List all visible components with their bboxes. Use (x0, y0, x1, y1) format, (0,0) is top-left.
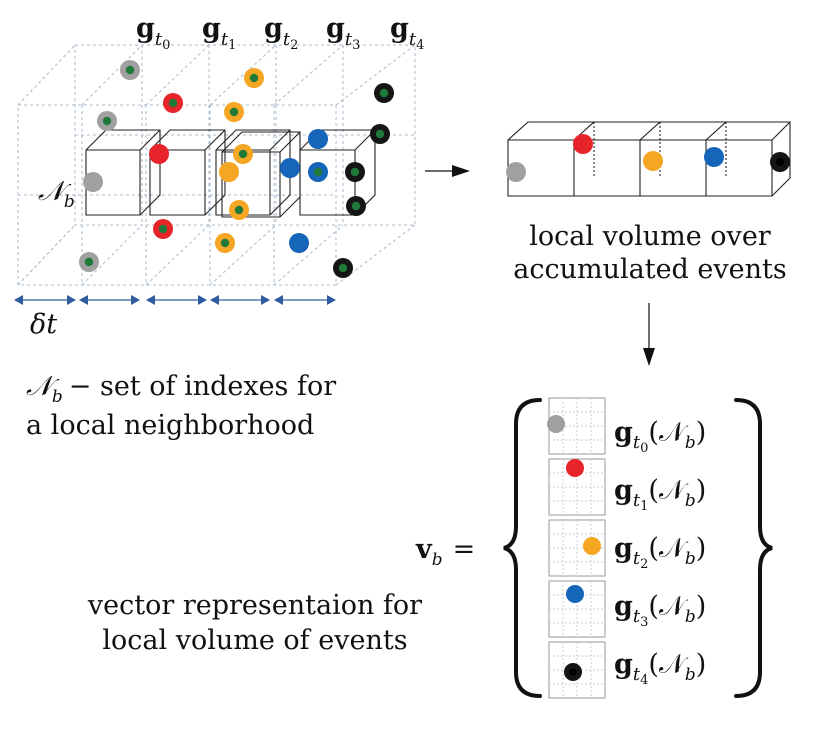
grid-event-black-center (338, 263, 348, 273)
delta-t-arrow-right-head (198, 295, 207, 305)
arrow-right (425, 165, 470, 177)
vector-label: vb= (415, 534, 475, 570)
grid-event-black-center (350, 167, 360, 177)
local-event-black-center (775, 157, 785, 167)
vector-event-blue (566, 585, 584, 603)
vector-event-orange (583, 537, 601, 555)
grid-event-gray-center (125, 65, 135, 75)
vector-entry-t2: gt2(𝒩b) (614, 533, 706, 572)
vector-caption-line1: vector representaion for (87, 590, 422, 621)
neighborhood-boxes (85, 129, 376, 218)
local-volume-caption-line2: accumulated events (513, 254, 786, 285)
grid-event-black-center (375, 129, 385, 139)
g-t2-label: gt2 (264, 13, 298, 53)
vector-entries: gt0(𝒩b) gt1(𝒩b) gt2(𝒩b) gt3(𝒩b) gt4(𝒩b) (614, 417, 706, 688)
delta-t-arrow-right-head (261, 295, 270, 305)
vector-event-black-center (569, 668, 577, 676)
local-volume-events (506, 134, 790, 182)
local-event-red (573, 134, 593, 154)
g-t0-label: gt0 (136, 13, 170, 53)
nb-label: 𝒩b (38, 176, 75, 212)
grid-event-red-center (158, 224, 168, 234)
delta-t-arrow-right-head (131, 295, 140, 305)
vector-event-red (566, 459, 584, 477)
vector-entry-t4: gt4(𝒩b) (614, 649, 706, 688)
delta-t-arrow-right-head (67, 295, 76, 305)
vector-brackets (503, 398, 773, 698)
vector-caption-line2: local volume of events (102, 625, 407, 656)
g-t4-label: gt4 (390, 13, 424, 53)
delta-t-arrow-left-head (14, 295, 23, 305)
delta-t-label: δt (30, 309, 57, 340)
grid-event-blue-center (313, 167, 323, 177)
time-slice-labels: gt0 gt1 gt2 gt3 gt4 (136, 13, 424, 53)
delta-t-arrow-left-head (79, 295, 88, 305)
delta-t-arrow-left-head (146, 295, 155, 305)
vector-entry-t0: gt0(𝒩b) (614, 417, 706, 456)
local-event-blue (704, 147, 724, 167)
grid-event-blue (289, 233, 309, 253)
definition-line1: 𝒩b− set of indexes for (26, 371, 336, 407)
vector-event-gray (547, 415, 565, 433)
grid-event-orange-center (234, 205, 244, 215)
grid-event-red (149, 144, 169, 164)
vector-entry-t1: gt1(𝒩b) (614, 475, 706, 514)
grid-event-orange (219, 162, 239, 182)
vector-entry-t3: gt3(𝒩b) (614, 591, 706, 630)
grid-event-black-center (351, 201, 361, 211)
grid-event-gray (83, 172, 103, 192)
g-t1-label: gt1 (202, 13, 236, 53)
grid-event-orange-center (220, 238, 230, 248)
grid-event-gray-center (102, 116, 112, 126)
delta-t-arrows (14, 295, 336, 305)
local-volume-caption-line1: local volume over (529, 221, 771, 252)
grid-event-blue (280, 158, 300, 178)
delta-t-arrow-left-head (274, 295, 283, 305)
grid-event-orange-center (238, 149, 248, 159)
grid-event-orange-center (229, 107, 239, 117)
g-t3-label: gt3 (326, 13, 360, 53)
definition-line2: a local neighborhood (26, 410, 314, 441)
grid-event-black-center (379, 88, 389, 98)
local-event-orange (643, 151, 663, 171)
grid-event-gray-center (84, 257, 94, 267)
grid-event-red-center (168, 98, 178, 108)
local-event-gray (506, 162, 526, 182)
vector-cells (547, 397, 606, 699)
arrow-down (643, 303, 655, 366)
grid-events (79, 60, 394, 278)
grid-event-blue (308, 129, 328, 149)
grid-event-orange-center (249, 73, 259, 83)
local-volume (507, 121, 791, 197)
delta-t-arrow-left-head (210, 295, 219, 305)
delta-t-arrow-right-head (327, 295, 336, 305)
